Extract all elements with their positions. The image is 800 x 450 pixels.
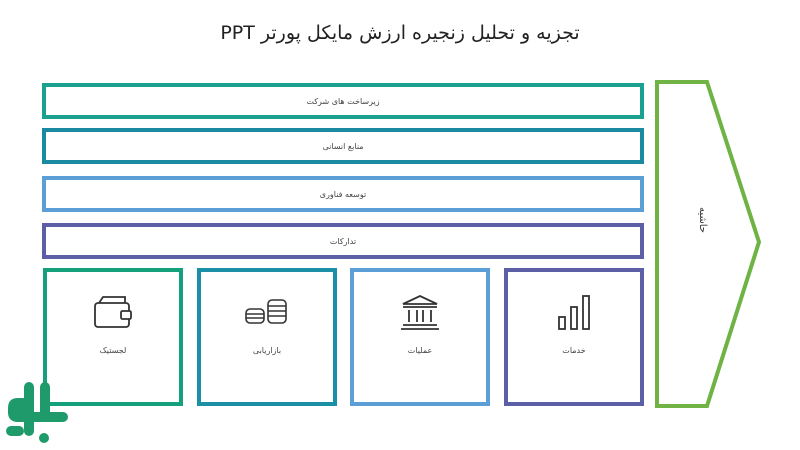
primary-box-label: بازاریابی: [252, 346, 282, 355]
support-bar-label: منابع انسانی: [322, 141, 364, 151]
support-bar-technology-development: توسعه فناوری: [42, 176, 644, 212]
support-bar-human-resources: منابع انسانی: [42, 128, 644, 164]
primary-box-services: خدمات: [504, 268, 644, 406]
support-bar-label: توسعه فناوری: [319, 189, 367, 199]
primary-box-operations: عملیات: [350, 268, 490, 406]
page-title: تجزیه و تحلیل زنجیره ارزش مایکل پورتر PP…: [220, 22, 580, 44]
coins-icon: [201, 290, 333, 334]
primary-box-marketing: بازاریابی: [197, 268, 337, 406]
support-bar-procurement: تدارکات: [42, 223, 644, 259]
support-bar-firm-infrastructure: زیرساخت های شرکت: [42, 83, 644, 119]
primary-box-label: لجستیک: [99, 346, 127, 355]
primary-box-label: خدمات: [562, 346, 586, 355]
brand-logo-icon: [6, 382, 68, 443]
bar-chart-icon: [508, 290, 640, 334]
support-bar-label: زیرساخت های شرکت: [306, 96, 380, 106]
bank-icon: [354, 290, 486, 334]
wallet-icon: [47, 290, 179, 334]
margin-label: حاشیه: [697, 207, 709, 233]
primary-box-label: عملیات: [407, 346, 433, 355]
support-bar-label: تدارکات: [329, 236, 357, 246]
margin-arrow: [655, 80, 762, 408]
primary-box-logistics: لجستیک: [43, 268, 183, 406]
